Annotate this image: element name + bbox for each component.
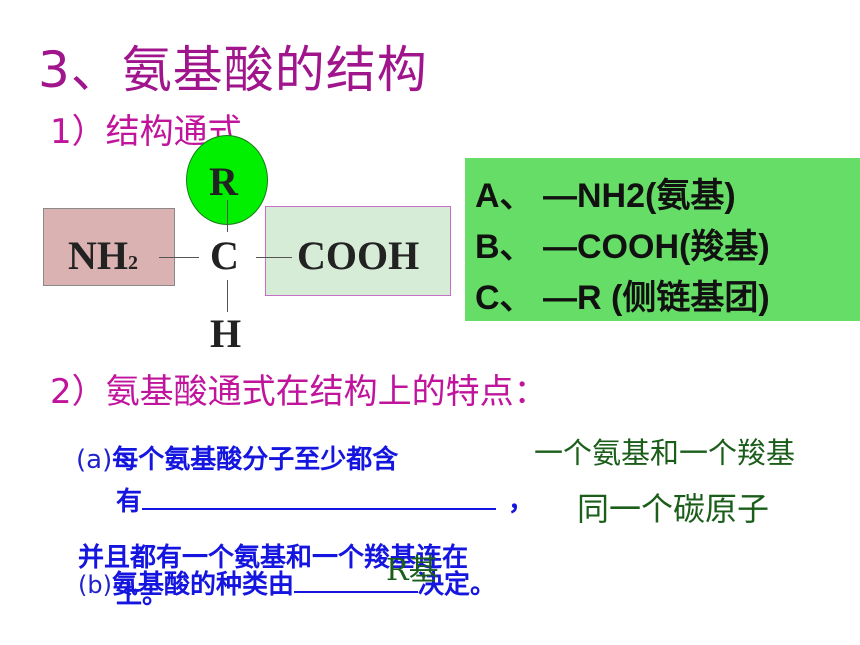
item-a-line1: (a)每个氨基酸分子至少都含 bbox=[76, 445, 399, 475]
bond-c-h bbox=[227, 280, 228, 312]
answer-a2: 同一个碳原子 bbox=[577, 490, 770, 528]
legend-carboxyl: B、 —COOH(羧基) bbox=[475, 228, 770, 266]
amino-group-label: NH2 bbox=[68, 233, 138, 278]
r-group-label: R bbox=[209, 159, 238, 204]
legend-r-group: C、 —R (侧链基团) bbox=[475, 279, 770, 317]
alpha-carbon-label: C bbox=[210, 233, 239, 278]
answer-a1: 一个氨基和一个羧基 bbox=[534, 436, 796, 470]
item-a-line3: 并且都有一个氨基和一个羧基连在 bbox=[78, 543, 469, 573]
carboxyl-group-box bbox=[265, 206, 451, 296]
carboxyl-group-label: COOH bbox=[297, 233, 420, 278]
answer-b: R基 bbox=[386, 553, 439, 588]
bond-c-cooh bbox=[256, 257, 292, 258]
page-title: 3、氨基酸的结构 bbox=[38, 41, 428, 99]
item-b-line: (b)氨基酸的种类由决定。 bbox=[78, 564, 496, 601]
answer-blank-b[interactable] bbox=[293, 567, 418, 593]
bond-c-r bbox=[227, 200, 228, 232]
bond-nh2-c bbox=[159, 257, 199, 258]
legend-box: A、 —NH2(氨基) B、 —COOH(羧基) C、 —R (侧链基团) bbox=[465, 158, 860, 321]
item-a-line4: 上。 bbox=[116, 580, 169, 610]
legend-amino: A、 —NH2(氨基) bbox=[475, 177, 736, 215]
section-2-heading: 2）氨基酸通式在结构上的特点： bbox=[50, 372, 548, 412]
amino-group-box bbox=[43, 208, 175, 286]
hydrogen-label: H bbox=[210, 311, 242, 356]
item-a-line2: 有， bbox=[116, 481, 534, 518]
answer-blank-a1[interactable] bbox=[142, 484, 497, 510]
